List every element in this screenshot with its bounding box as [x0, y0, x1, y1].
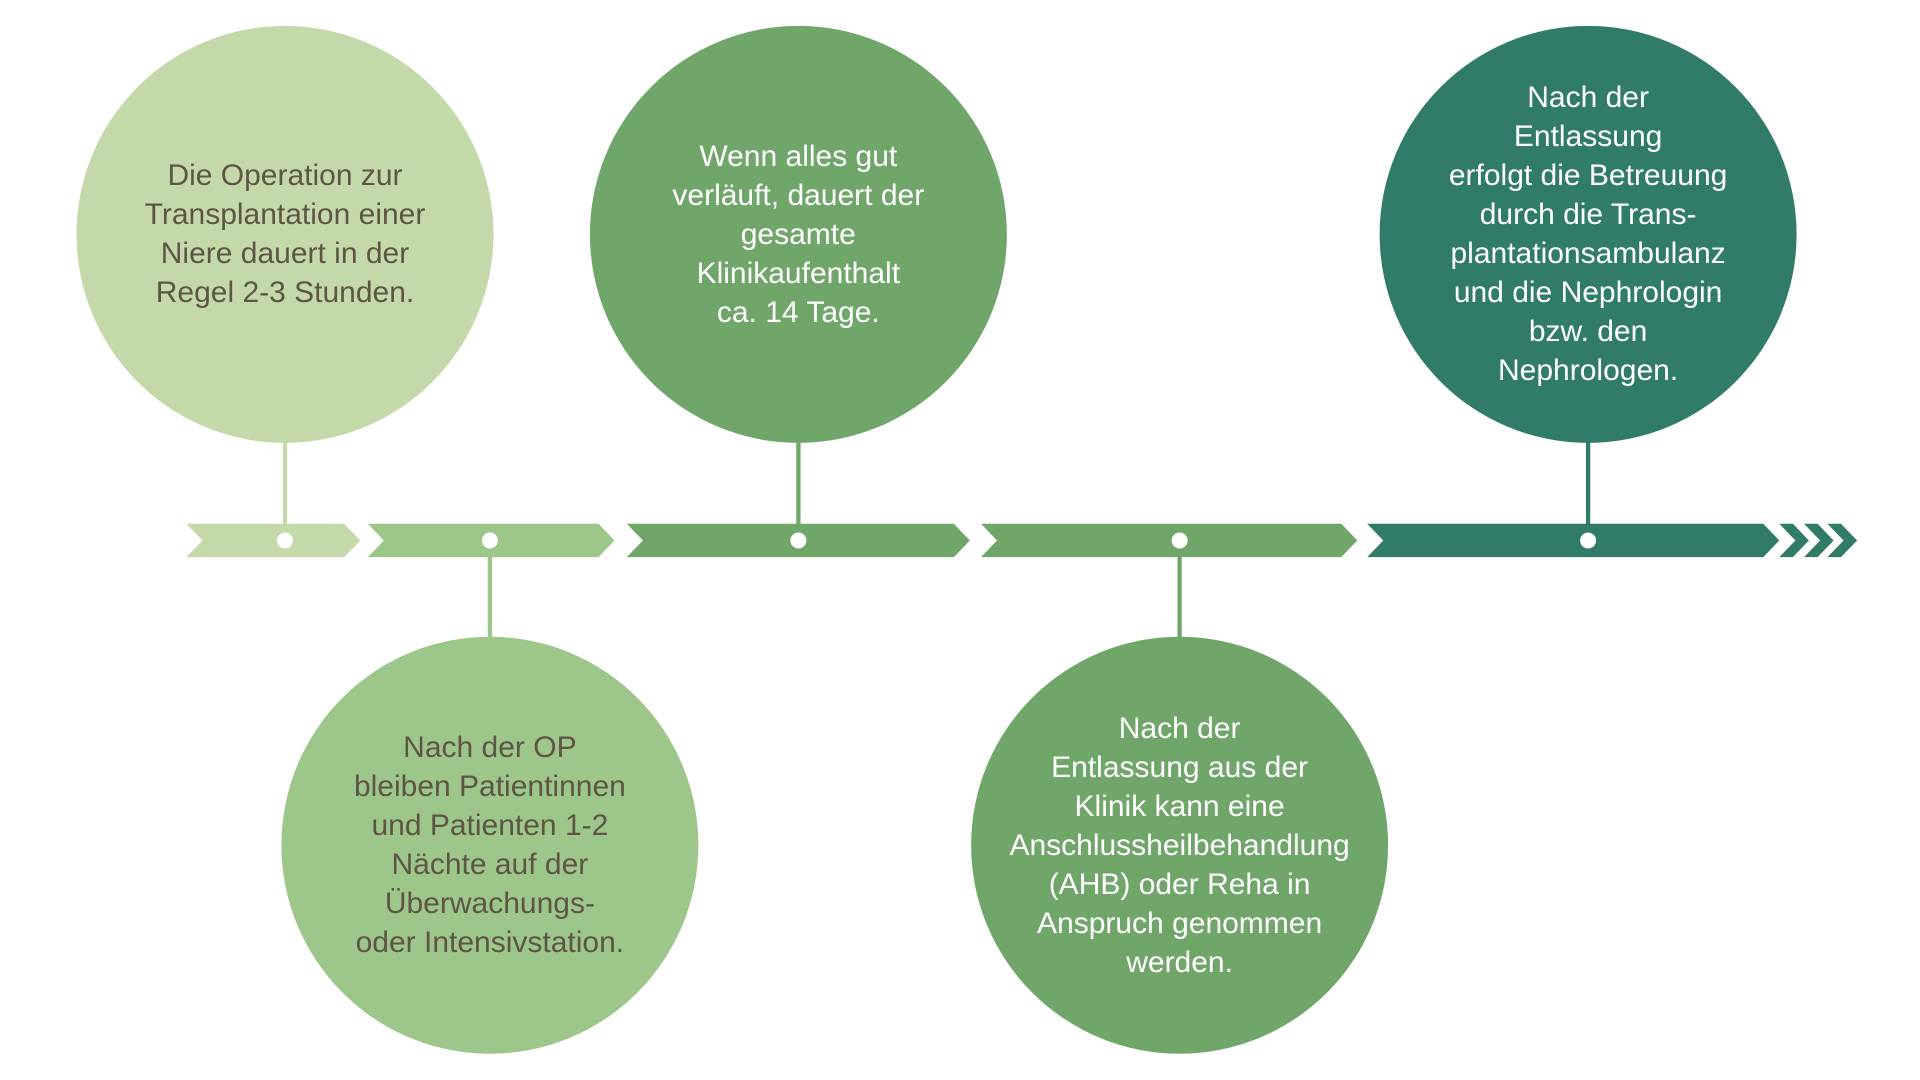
step-1-dot [277, 532, 293, 549]
timeline-circles [76, 25, 1797, 1054]
step-1-circle [76, 25, 494, 443]
timeline-arrow-segment-5 [1367, 523, 1780, 558]
timeline-connectors [282, 441, 1591, 639]
timeline-arrow-segment-4 [981, 523, 1358, 558]
timeline-arrows [186, 523, 1858, 558]
step-2-dot [481, 532, 498, 549]
step-5-dot [1580, 532, 1597, 549]
step-5-circle [1379, 25, 1797, 443]
step-3-circle [589, 25, 1007, 443]
step-3-dot [790, 532, 807, 549]
timeline-end-chevron-2 [1804, 523, 1834, 558]
step-2-circle [281, 636, 699, 1054]
timeline-arrow-segment-1 [186, 523, 361, 558]
timeline-dots [277, 532, 1597, 549]
timeline-end-chevron-1 [1779, 523, 1809, 558]
step-4-dot [1171, 532, 1188, 549]
step-4-circle [971, 636, 1389, 1054]
timeline-end-chevron-3 [1827, 523, 1858, 558]
